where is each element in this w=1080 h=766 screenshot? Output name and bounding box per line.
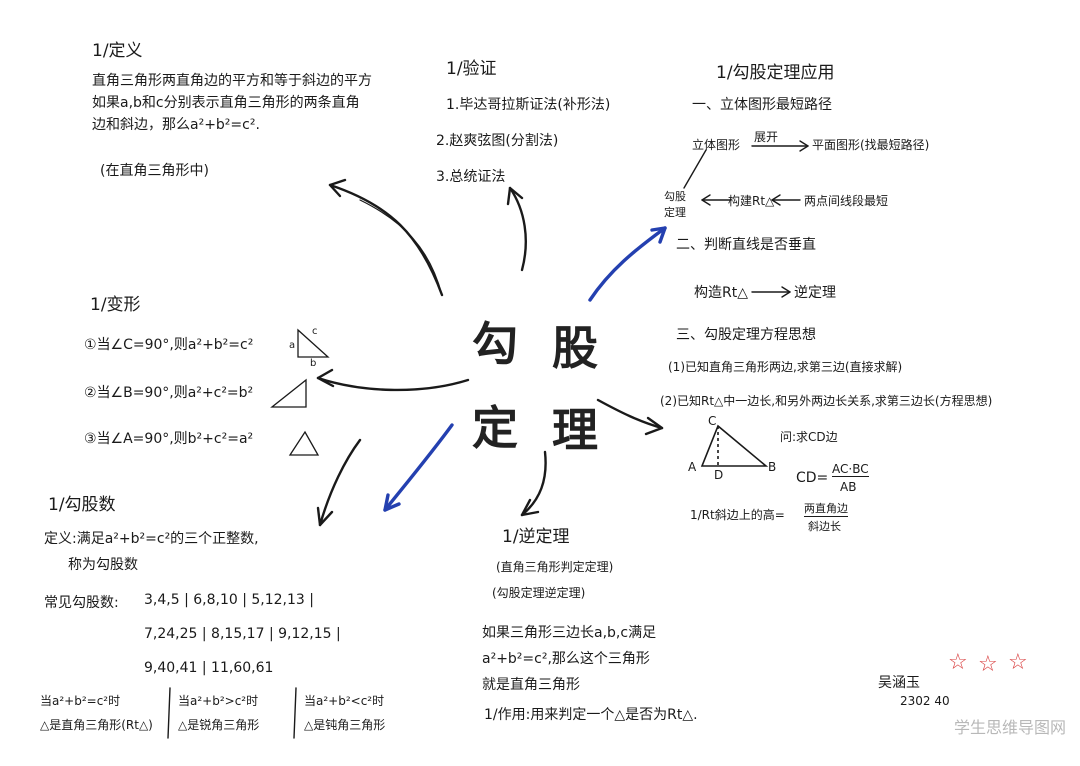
triples-heading: 1/勾股数 (48, 495, 116, 515)
arrow-blue-lower (383, 423, 454, 512)
triples-row: 7,24,25 | 8,15,17 | 9,12,15 | (144, 626, 341, 642)
converse-sub1: (直角三角形判定定理) (496, 560, 614, 574)
application-build: 构建Rt△ (728, 194, 775, 208)
application-theorem: 勾股定理 (664, 190, 686, 219)
center-char-2: 股 (552, 321, 598, 375)
converse-line: a²+b²=c²,那么这个三角形 (482, 651, 650, 667)
proof-item: 2.赵爽弦图(分割法) (436, 133, 559, 149)
formula-lhs: CD= (796, 470, 829, 486)
proof-heading: 1/验证 (446, 59, 497, 79)
tri-label-a: A (688, 460, 697, 474)
definition-line: 边和斜边，那么a²+b²=c². (92, 117, 260, 133)
hyp-label: 1/Rt斜边上的高= (690, 508, 785, 522)
hyp-num: 两直角边 (804, 502, 848, 517)
star-icon: ☆ (948, 650, 968, 675)
cond-obtuse-b: △是钝角三角形 (304, 718, 386, 732)
application-question: 问:求CD边 (780, 430, 838, 444)
formula-den: AB (840, 480, 857, 494)
arrow-definition (328, 183, 444, 297)
definition-line: 直角三角形两直角边的平方和等于斜边的平方 (92, 73, 372, 89)
definition-note: (在直角三角形中) (100, 163, 209, 179)
variation-item: ③当∠A=90°,则b²+c²=a² (84, 431, 254, 447)
variation-item: ②当∠B=90°,则a²+c²=b² (84, 385, 254, 401)
converse-heading: 1/逆定理 (502, 527, 570, 547)
tri-label-d: D (714, 468, 724, 482)
definition-heading: 1/定义 (92, 41, 143, 61)
converse-line: 就是直角三角形 (482, 677, 580, 693)
tri-label-c: C (708, 414, 717, 428)
arrow-proof (508, 186, 527, 272)
star-icon: ☆ (978, 652, 998, 677)
center-char-1: 勾 (472, 317, 518, 371)
converse-line: 如果三角形三边长a,b,c满足 (482, 625, 657, 641)
variation-item: ①当∠C=90°,则a²+b²=c² (84, 337, 254, 353)
formula-num: AC·BC (832, 462, 869, 477)
application-build-rt: 构造Rt△ (694, 285, 748, 301)
center-char-3: 定 (472, 401, 518, 455)
signature-name: 吴涵玉 (878, 675, 920, 691)
arrow-variation (316, 376, 470, 392)
application-solid: 立体图形 (692, 138, 741, 152)
application-seg: 两点间线段最短 (804, 194, 889, 208)
triples-def2: 称为勾股数 (68, 557, 138, 573)
application-sec1: 一、立体图形最短路径 (692, 97, 832, 113)
tri-label-b: B (768, 460, 777, 474)
triples-row: 3,4,5 | 6,8,10 | 5,12,13 | (144, 592, 314, 608)
arrow-method (596, 398, 664, 430)
hyp-den: 斜边长 (808, 520, 841, 533)
arrow-application (588, 226, 667, 302)
triples-row: 9,40,41 | 11,60,61 (144, 660, 274, 676)
signature-id: 2302 40 (900, 694, 950, 708)
application-item1: (1)已知直角三角形两边,求第三边(直接求解) (668, 360, 903, 374)
definition-line: 如果a,b和c分别表示直角三角形的两条直角 (92, 95, 360, 111)
application-converse: 逆定理 (794, 285, 836, 301)
triples-common-label: 常见勾股数: (44, 595, 119, 611)
cond-right-b: △是锐角三角形 (178, 718, 260, 732)
converse-sub2: (勾股定理逆定理) (492, 586, 586, 600)
triples-def1: 定义:满足a²+b²=c²的三个正整数, (44, 531, 259, 547)
application-unfold: 展开 (754, 130, 779, 144)
triangle-abc (700, 424, 769, 467)
center-char-4: 理 (552, 403, 598, 457)
application-plane: 平面图形(找最短路径) (812, 138, 930, 152)
var-tri-label: b (310, 358, 317, 369)
application-sec2: 二、判断直线是否垂直 (676, 237, 816, 253)
cond-acute-b: △是直角三角形(Rt△) (40, 718, 153, 732)
watermark: 学生思维导图网 (953, 718, 1066, 737)
star-icon: ☆ (1008, 650, 1028, 675)
var-tri-label: a (289, 340, 296, 351)
cond-right-a: 当a²+b²>c²时 (178, 694, 259, 708)
arrow-converse (520, 450, 547, 517)
application-sec3: 三、勾股定理方程思想 (676, 327, 816, 343)
variation-triangles (270, 328, 330, 456)
definition-body: 直角三角形两直角边的平方和等于斜边的平方 如果a,b和c分别表示直角三角形的两条… (92, 70, 372, 136)
arrow-triples (318, 438, 362, 527)
proof-item: 3.总统证法 (436, 169, 506, 185)
proof-item: 1.毕达哥拉斯证法(补形法) (446, 97, 611, 113)
application-heading: 1/勾股定理应用 (716, 63, 835, 83)
converse-use: 1/作用:用来判定一个△是否为Rt△. (484, 707, 698, 723)
cond-acute-a: 当a²+b²=c²时 (40, 694, 121, 708)
var-tri-label: c (312, 326, 318, 337)
application-item2: (2)已知Rt△中一边长,和另外两边长关系,求第三边长(方程思想) (660, 394, 993, 408)
cond-obtuse-a: 当a²+b²<c²时 (304, 694, 385, 708)
variation-heading: 1/变形 (90, 295, 141, 315)
